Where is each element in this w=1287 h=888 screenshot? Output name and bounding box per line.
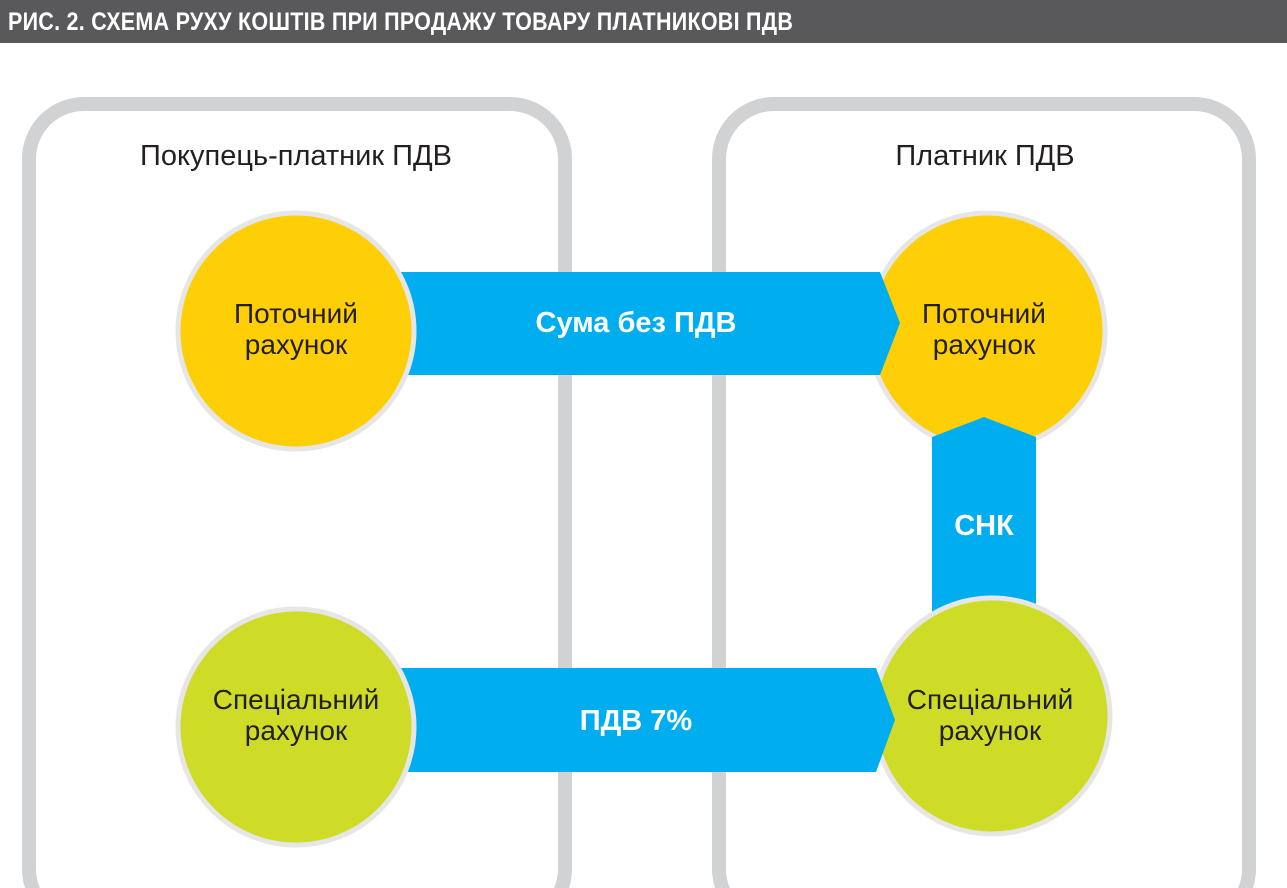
payer-current-label-2: рахунок [933,329,1036,360]
vat-label: ПДВ 7% [580,705,693,737]
buyer-current-label-2: рахунок [245,329,348,360]
snk-label: СНК [954,510,1014,542]
payer-group-frame [712,97,1256,888]
amount-without-vat-arrow [380,272,900,375]
buyer-special-account-node [175,606,417,848]
payer-current-label-1: Поточний [922,298,1046,329]
figure-title: РИС. 2. СХЕМА РУХУ КОШТІВ ПРИ ПРОДАЖУ ТО… [8,8,794,36]
buyer-current-account-node [175,210,417,452]
payer-group-title: Платник ПДВ [895,140,1074,172]
payer-special-label-1: Спеціальний [907,684,1073,715]
buyer-special-label-1: Спеціальний [213,684,379,715]
buyer-special-label-2: рахунок [245,715,348,746]
figure-header: РИС. 2. СХЕМА РУХУ КОШТІВ ПРИ ПРОДАЖУ ТО… [0,0,1287,43]
payer-special-label-2: рахунок [939,715,1042,746]
buyer-current-label-1: Поточний [234,298,358,329]
amount-without-vat-label: Сума без ПДВ [536,307,737,339]
snk-arrow [932,417,1036,620]
buyer-group-title: Покупець-платник ПДВ [140,140,452,172]
buyer-group-frame [22,97,572,888]
vat-arrow [380,668,895,772]
